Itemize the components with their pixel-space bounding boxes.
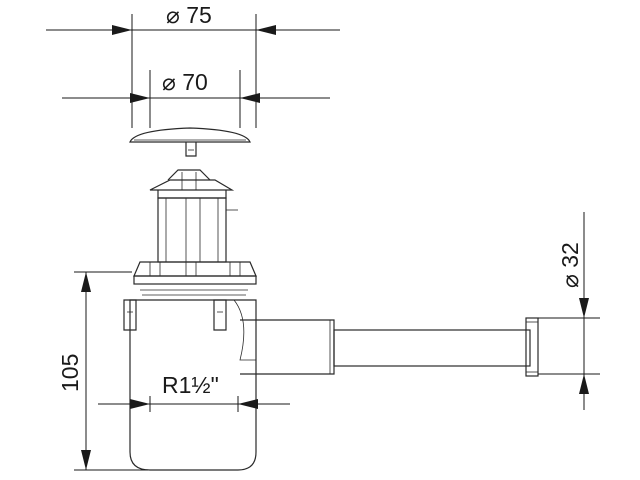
collar-nut xyxy=(133,261,257,296)
outer-diameter-label: ⌀ 75 xyxy=(166,2,212,28)
dimension-outlet-diameter: ⌀ 32 xyxy=(538,212,600,410)
outlet-diameter-label: ⌀ 32 xyxy=(557,242,583,288)
dimension-cap-diameter: ⌀ 70 xyxy=(62,69,330,128)
stand-pipe xyxy=(157,197,238,263)
dimension-outer-diameter: ⌀ 75 xyxy=(46,2,340,128)
strainer-flange xyxy=(149,179,235,191)
height-label: 105 xyxy=(57,354,83,392)
dimension-thread: R1½" xyxy=(98,370,290,412)
trap-bowl xyxy=(123,299,257,471)
outlet-pipe xyxy=(240,317,539,377)
cap-diameter-label: ⌀ 70 xyxy=(162,69,208,95)
thread-label: R1½" xyxy=(162,372,219,398)
dimension-height: 105 xyxy=(57,271,148,471)
trap-body xyxy=(123,127,539,471)
drain-cap xyxy=(129,127,251,143)
